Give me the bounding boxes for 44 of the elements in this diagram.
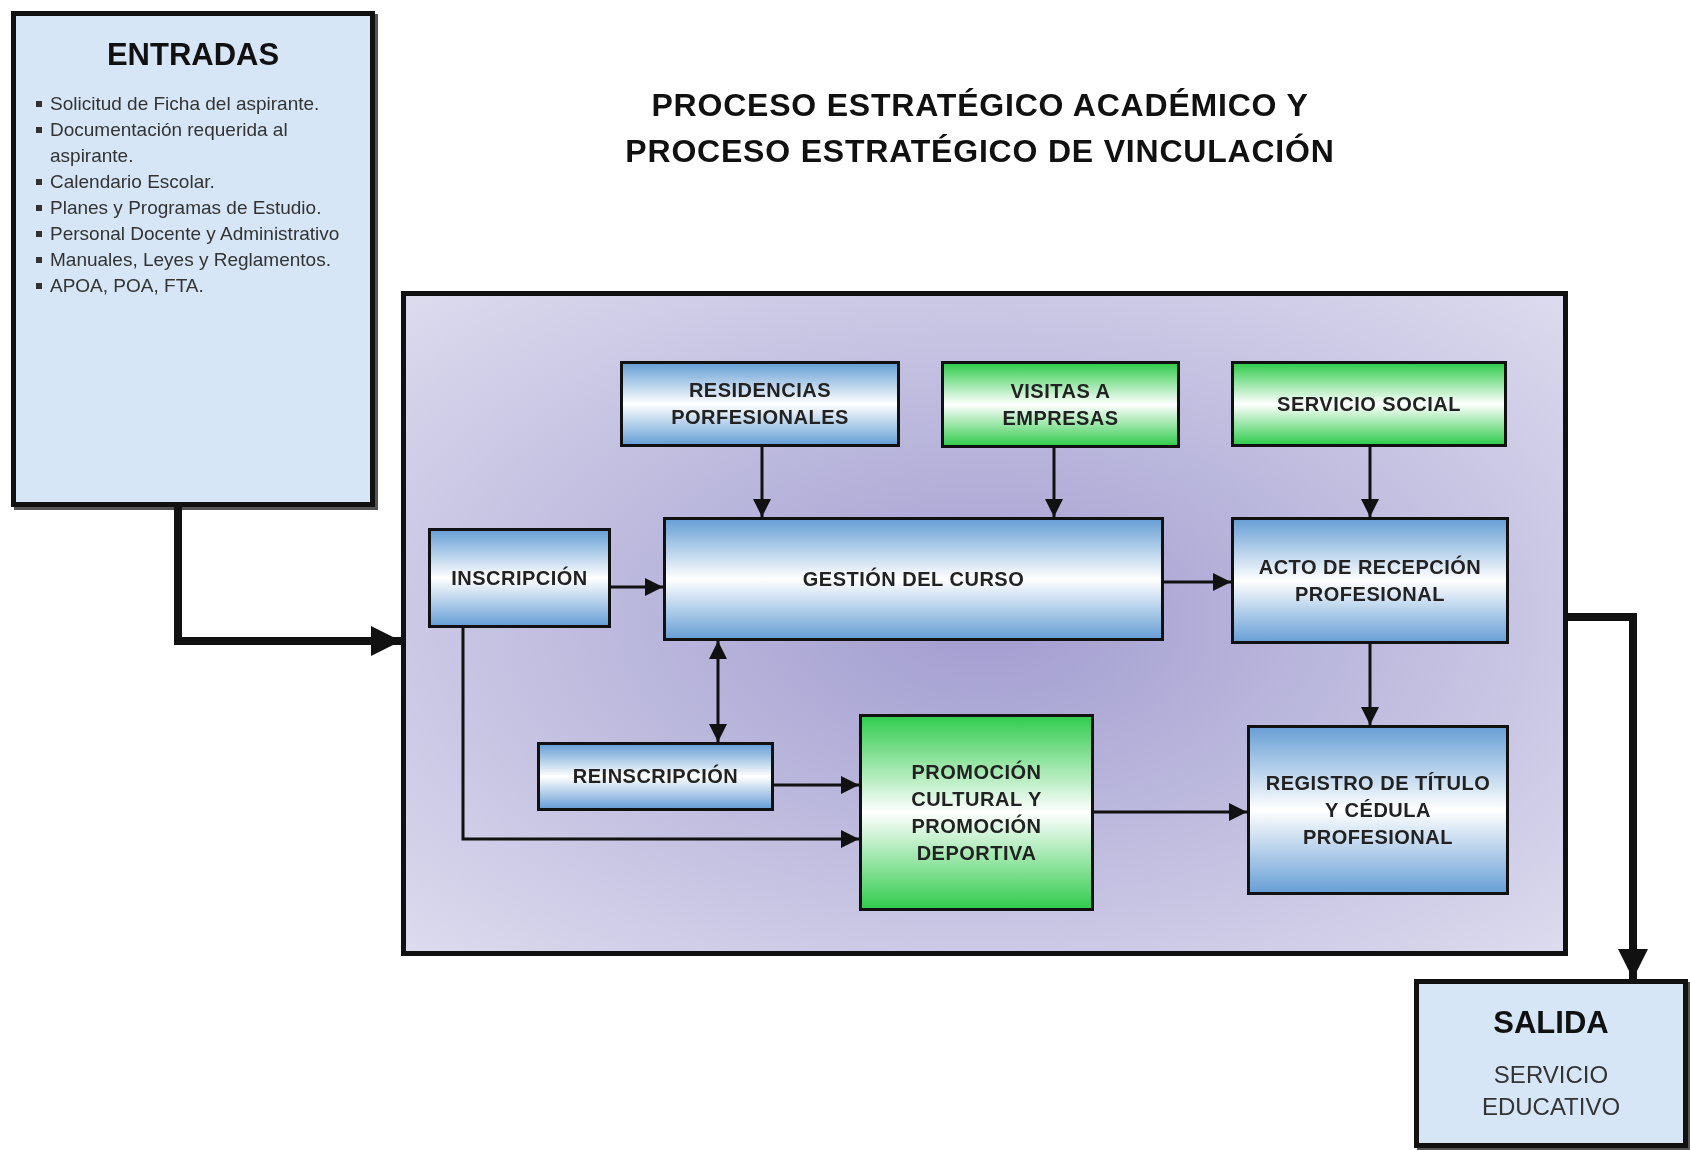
process-box xyxy=(663,517,1164,641)
arrow xyxy=(1361,447,1379,517)
process-box xyxy=(1231,361,1507,447)
diagram-title: PROCESO ESTRATÉGICO ACADÉMICO Y PROCESO ESTRATÉGICO DE VINCULACIÓN xyxy=(624,86,1336,171)
arrow xyxy=(709,641,727,742)
box-label: INSCRIPCIÓN xyxy=(451,565,588,591)
box-heading: ENTRADAS xyxy=(105,36,281,74)
box-label: VISITAS A EMPRESAS xyxy=(1001,378,1120,431)
arrow xyxy=(1045,448,1063,517)
document-box xyxy=(1414,979,1688,1148)
process-box xyxy=(1247,725,1509,895)
arrow xyxy=(1094,803,1247,821)
process-box xyxy=(620,361,900,447)
list-item: APOA, POA, FTA. xyxy=(50,273,204,298)
list-item: Documentación requerida al aspirante. xyxy=(50,117,289,168)
list-item: Solicitud de Ficha del aspirante. xyxy=(50,91,320,116)
list-item: Personal Docente y Administrativo xyxy=(50,221,340,246)
arrow xyxy=(774,776,859,794)
arrow xyxy=(1568,613,1648,979)
list-item: Calendario Escolar. xyxy=(50,169,215,194)
box-label: PROMOCIÓN CULTURAL Y PROMOCIÓN DEPORTIVA xyxy=(910,759,1043,866)
list-item: Manuales, Leyes y Reglamentos. xyxy=(50,247,331,272)
arrow xyxy=(461,628,859,848)
process-box xyxy=(537,742,774,811)
box-label: RESIDENCIAS PORFESIONALES xyxy=(670,378,850,430)
document-box xyxy=(11,11,375,507)
box-heading: SALIDA xyxy=(1492,1004,1610,1042)
box-label: GESTIÓN DEL CURSO xyxy=(802,566,1025,592)
arrow xyxy=(1164,573,1231,591)
process-box xyxy=(859,714,1094,911)
arrow xyxy=(1361,644,1379,725)
process-panel xyxy=(401,291,1568,956)
box-label: SERVICIO SOCIAL xyxy=(1277,391,1461,417)
arrow xyxy=(753,447,771,517)
box-label: ACTO DE RECEPCIÓN PROFESIONAL xyxy=(1257,554,1483,607)
process-box xyxy=(941,361,1180,448)
process-box xyxy=(428,528,611,628)
arrow xyxy=(611,578,663,596)
box-label: REGISTRO DE TÍTULO Y CÉDULA PROFESIONAL xyxy=(1264,770,1492,850)
box-label: REINSCRIPCIÓN xyxy=(572,763,739,789)
list-item: Planes y Programas de Estudio. xyxy=(50,195,322,220)
process-box xyxy=(1231,517,1509,644)
output-text: SERVICIO EDUCATIVO xyxy=(1480,1059,1622,1122)
arrow xyxy=(174,507,401,656)
